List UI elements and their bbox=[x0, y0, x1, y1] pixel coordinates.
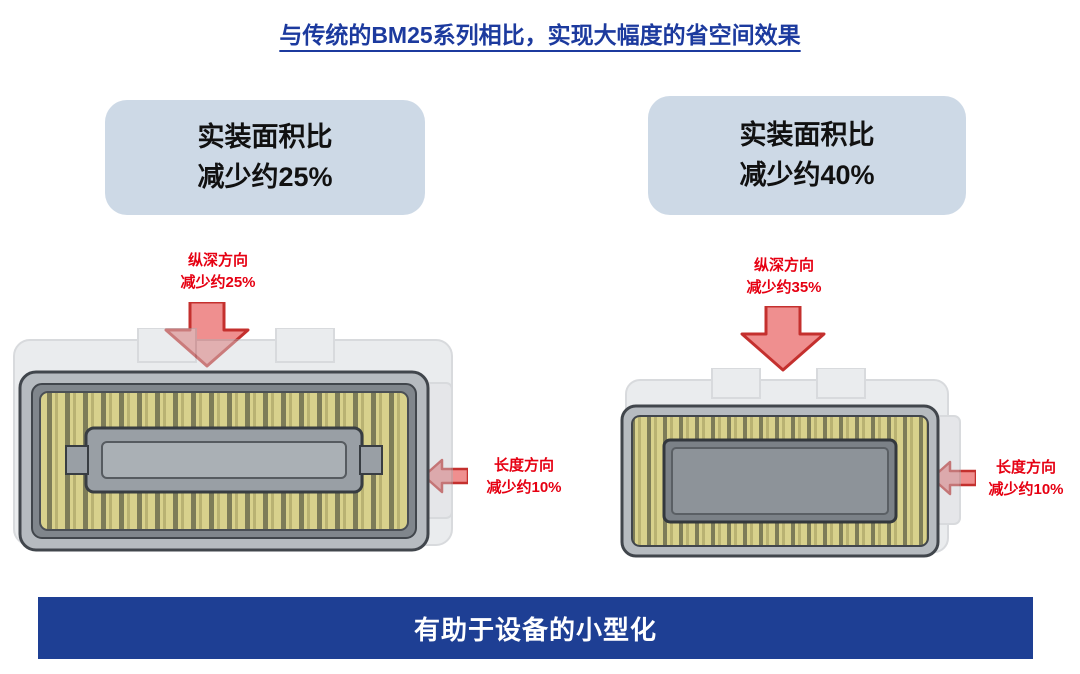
right-length-label: 长度方向 减少约10% bbox=[976, 457, 1076, 501]
connector-image-left bbox=[13, 328, 453, 552]
right-area-callout: 实装面积比 减少约40% bbox=[648, 96, 966, 215]
left-arrow-icon-left bbox=[422, 458, 468, 494]
left-depth-label: 纵深方向 减少约25% bbox=[140, 250, 296, 294]
left-area-callout-line1: 实装面积比 bbox=[197, 122, 333, 153]
left-area-callout: 实装面积比 减少约25% bbox=[105, 100, 425, 215]
right-length-label-line2: 减少约10% bbox=[988, 480, 1064, 498]
down-arrow-shape-right bbox=[740, 306, 826, 372]
connector-image-right bbox=[620, 368, 961, 558]
down-arrow-icon-left bbox=[164, 302, 250, 368]
left-length-label-line2: 减少约10% bbox=[486, 478, 562, 496]
down-arrow-icon-right bbox=[740, 306, 826, 372]
right-depth-label-line2: 减少约35% bbox=[746, 278, 822, 296]
left-depth-label-line1: 纵深方向 bbox=[187, 252, 248, 269]
left-length-label-line1: 长度方向 bbox=[493, 457, 554, 474]
bottom-banner-text: 有助于设备的小型化 bbox=[413, 614, 657, 645]
down-arrow-shape-left bbox=[164, 302, 250, 368]
left-arrow-shape-left bbox=[422, 458, 468, 494]
bottom-banner: 有助于设备的小型化 bbox=[38, 597, 1033, 659]
right-depth-label: 纵深方向 减少约35% bbox=[706, 255, 862, 299]
left-depth-label-line2: 减少约25% bbox=[180, 273, 256, 291]
right-area-callout-line1: 实装面积比 bbox=[739, 120, 875, 151]
left-arrow-icon-right bbox=[930, 460, 976, 496]
left-area-callout-line2: 减少约25% bbox=[197, 161, 333, 192]
right-length-label-line1: 长度方向 bbox=[995, 459, 1056, 476]
left-length-label: 长度方向 减少约10% bbox=[468, 455, 580, 499]
left-arrow-shape-right bbox=[930, 460, 976, 496]
page-title: 与传统的BM25系列相比，实现大幅度的省空间效果 bbox=[279, 22, 801, 48]
right-depth-label-line1: 纵深方向 bbox=[753, 257, 814, 274]
right-area-callout-line2: 减少约40% bbox=[739, 159, 875, 190]
